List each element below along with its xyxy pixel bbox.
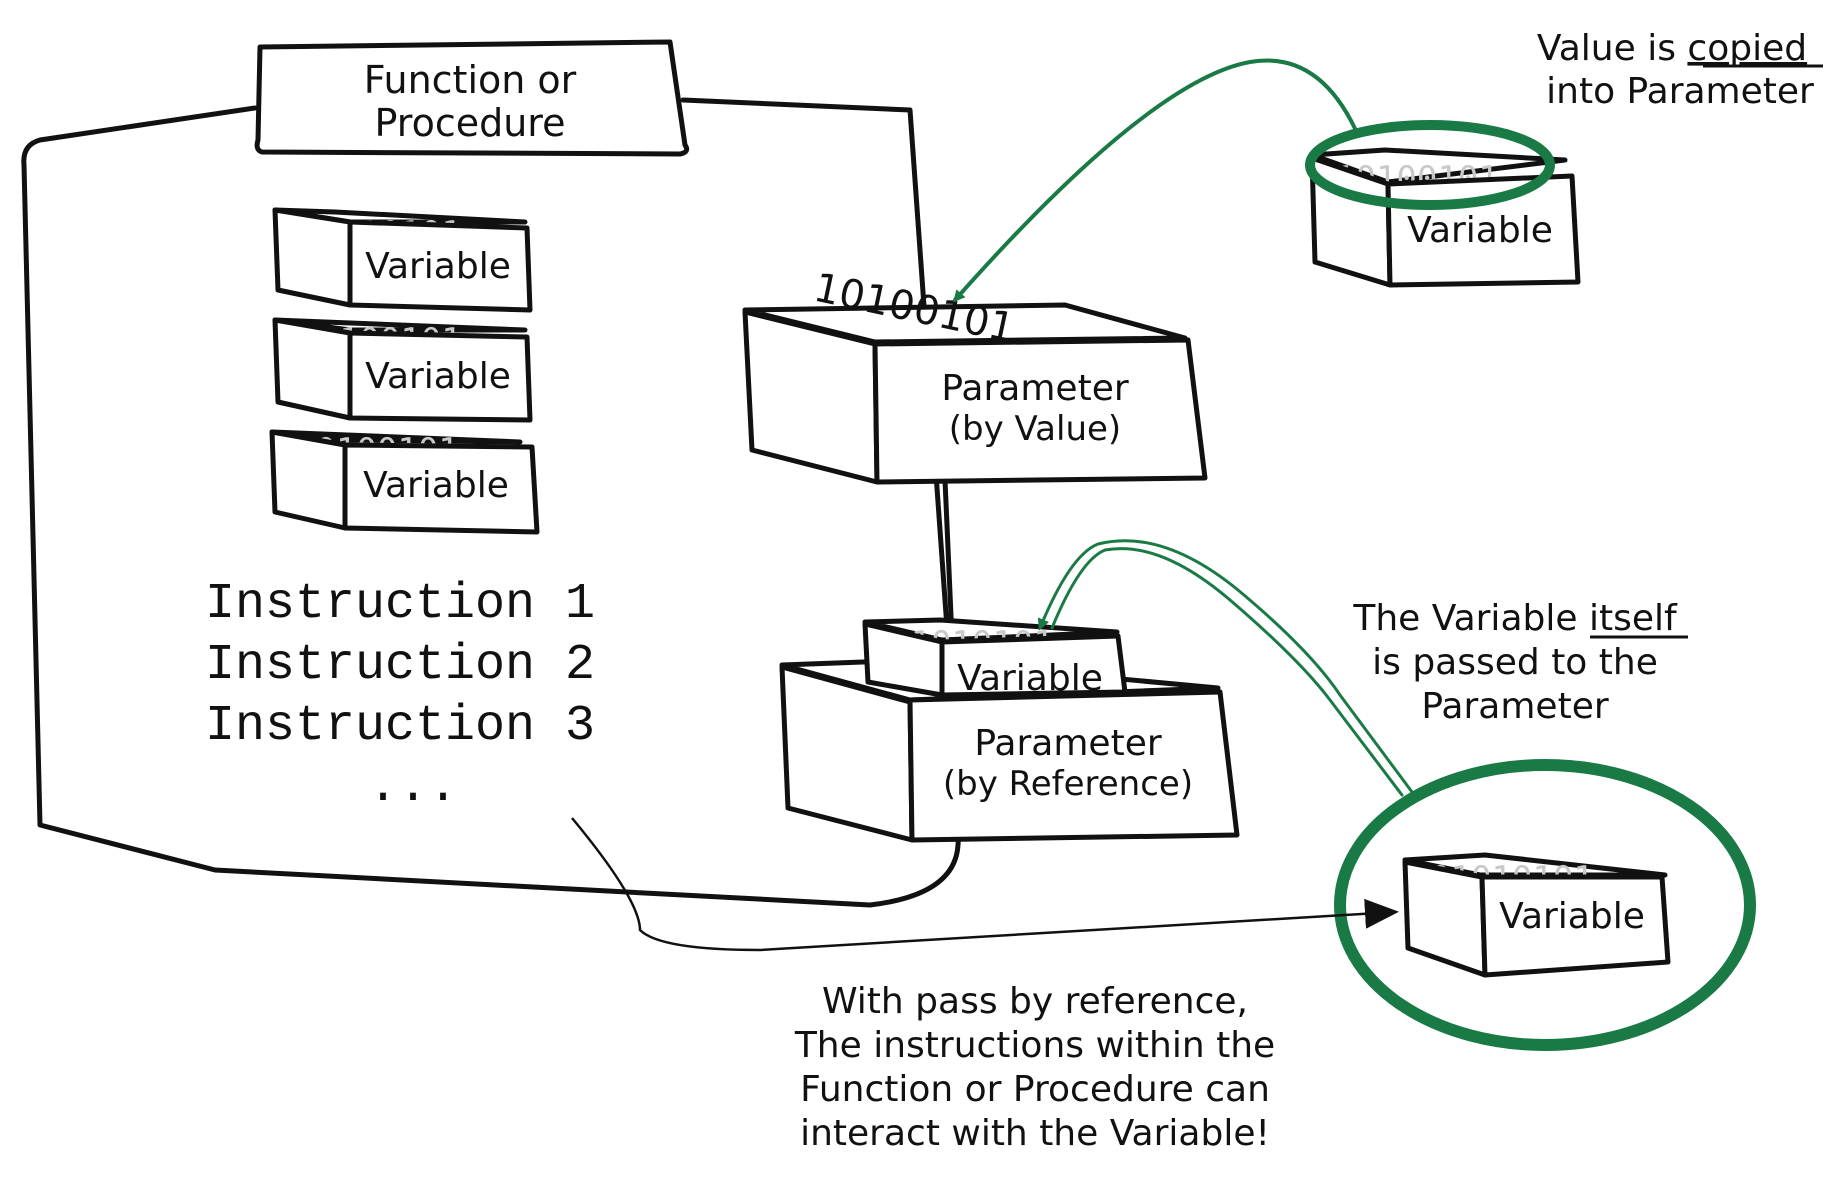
note-reference-line3: Function or Procedure can — [800, 1069, 1270, 1110]
copy-highlight-ring — [1305, 120, 1555, 210]
inner-variable-label: Variable — [957, 658, 1103, 699]
note-itself-underlined: itself — [1589, 598, 1678, 639]
reference-highlight-ring — [1334, 759, 1756, 1051]
instruction-3: Instruction 3 — [205, 698, 595, 755]
local-variable-2: 10100101 Variable — [272, 317, 533, 423]
parameter-by-reference-box: Parameter (by Reference) 01010101 Variab… — [779, 617, 1240, 843]
local-variable-3: 10100101 Variable — [269, 429, 540, 535]
note-itself-text: The Variable — [1352, 598, 1589, 639]
external-variable-bottom-label: Variable — [1499, 896, 1645, 937]
local-variable-3-label: Variable — [363, 465, 509, 506]
parameter-by-reference-inner-variable: 01010101 Variable — [862, 617, 1128, 699]
parameter-by-value-line2: (by Value) — [949, 409, 1121, 449]
function-title-box: Function or Procedure — [254, 39, 690, 157]
instructions-interact-arrow — [571, 817, 1399, 952]
function-title-line2: Procedure — [375, 101, 566, 145]
instruction-list: Instruction 1 Instruction 2 Instruction … — [205, 576, 595, 816]
note-pass-by-reference: With pass by reference, The instructions… — [794, 981, 1275, 1154]
note-copied-underlined: copied — [1687, 28, 1807, 69]
external-variable-top-label: Variable — [1407, 210, 1553, 251]
external-variable-top: 10100101 Variable — [1305, 120, 1581, 288]
instruction-ellipsis: ... — [368, 759, 458, 816]
svg-text:The Variable itself: The Variable itself — [1352, 598, 1678, 639]
parameter-by-reference-line1: Parameter — [974, 723, 1161, 764]
svg-text:Value is copied: Value is copied — [1537, 28, 1807, 69]
note-itself-line3: Parameter — [1421, 686, 1608, 727]
parameter-by-reference-line2: (by Reference) — [943, 764, 1193, 804]
local-variable-1-label: Variable — [365, 246, 511, 287]
copy-value-arrow — [953, 58, 1360, 303]
local-variable-2-label: Variable — [365, 356, 511, 397]
note-reference-line2: The instructions within the — [794, 1025, 1275, 1066]
pass-reference-arrow — [1037, 539, 1414, 797]
note-copied-text: Value is — [1537, 28, 1688, 69]
parameter-by-value-box: 10100101 Parameter (by Value) — [742, 265, 1208, 485]
parameter-by-value-line1: Parameter — [941, 368, 1128, 409]
external-variable-bottom: 01010101 Variable — [1334, 759, 1756, 1051]
note-variable-itself: The Variable itself is passed to the Par… — [1352, 598, 1688, 727]
note-copied-line2: into Parameter — [1546, 71, 1814, 112]
note-reference-line4: interact with the Variable! — [800, 1113, 1270, 1154]
note-itself-line2: is passed to the — [1372, 642, 1658, 683]
note-reference-line1: With pass by reference, — [822, 981, 1248, 1022]
local-variable-1: 10100101 Variable — [272, 207, 533, 313]
instruction-2: Instruction 2 — [205, 637, 595, 694]
note-value-copied: Value is copied into Parameter — [1537, 28, 1823, 112]
function-title-line1: Function or — [364, 58, 577, 102]
instruction-1: Instruction 1 — [205, 576, 595, 633]
